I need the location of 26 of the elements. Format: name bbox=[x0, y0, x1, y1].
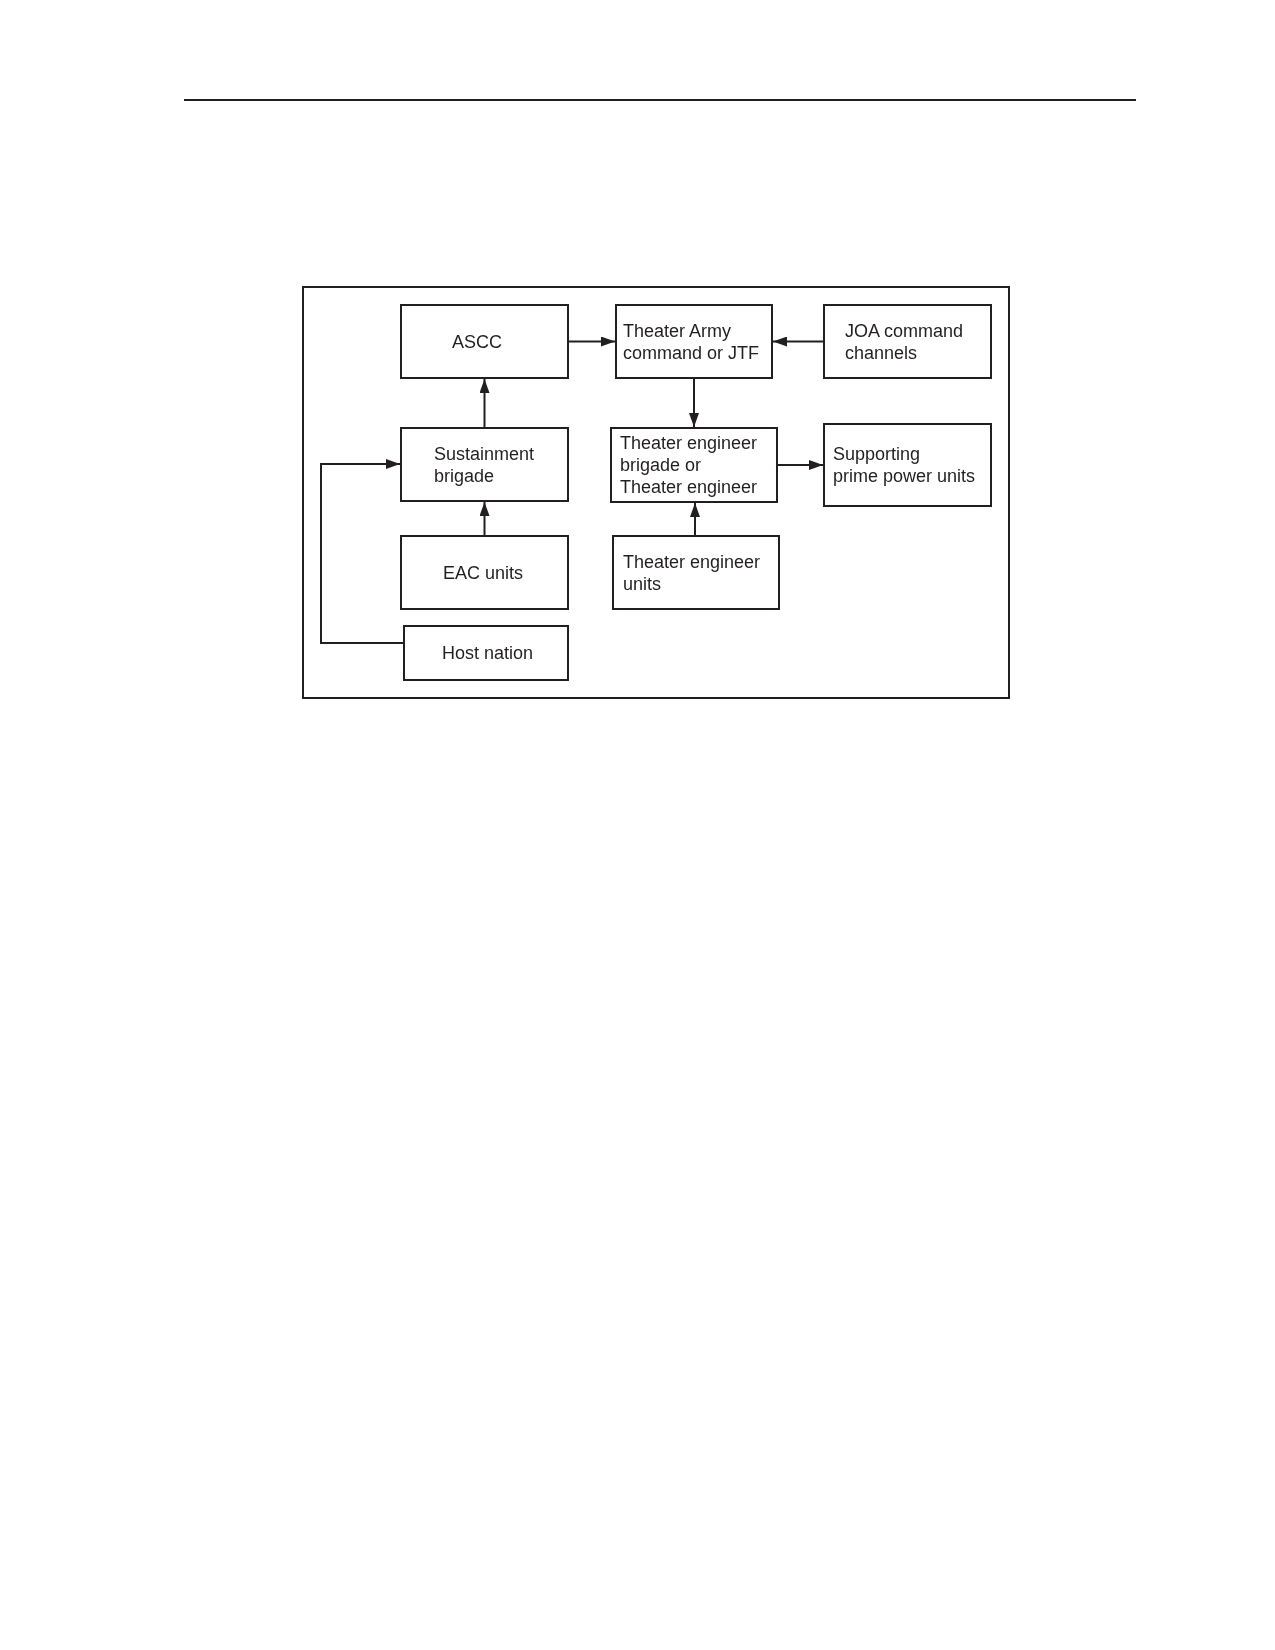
box-label: Sustainment brigade bbox=[434, 442, 536, 487]
process-box bbox=[403, 625, 569, 681]
arrow bbox=[690, 502, 700, 536]
box-label: Host nation bbox=[442, 642, 535, 664]
arrow bbox=[320, 459, 404, 644]
arrow bbox=[777, 460, 824, 470]
arrow bbox=[479, 378, 490, 428]
process-box bbox=[615, 304, 773, 379]
arrow bbox=[568, 336, 616, 347]
process-box bbox=[612, 535, 780, 610]
process-box bbox=[823, 304, 992, 379]
arrow bbox=[772, 336, 824, 347]
box-label: JOA command channels bbox=[845, 319, 965, 364]
box-label: Theater Army command or JTF bbox=[623, 319, 761, 364]
box-label: Theater engineer units bbox=[623, 550, 762, 595]
process-box bbox=[610, 427, 778, 503]
process-box bbox=[400, 535, 569, 610]
process-box bbox=[400, 304, 569, 379]
box-label: ASCC bbox=[452, 330, 503, 353]
box-label: EAC units bbox=[443, 561, 525, 584]
arrow bbox=[689, 378, 699, 428]
box-label: Supporting prime power units bbox=[833, 443, 977, 487]
process-box bbox=[400, 427, 569, 502]
process-box bbox=[823, 423, 992, 507]
box-label: Theater engineer brigade or Theater engineer bbox=[620, 432, 759, 498]
arrow bbox=[479, 501, 490, 536]
